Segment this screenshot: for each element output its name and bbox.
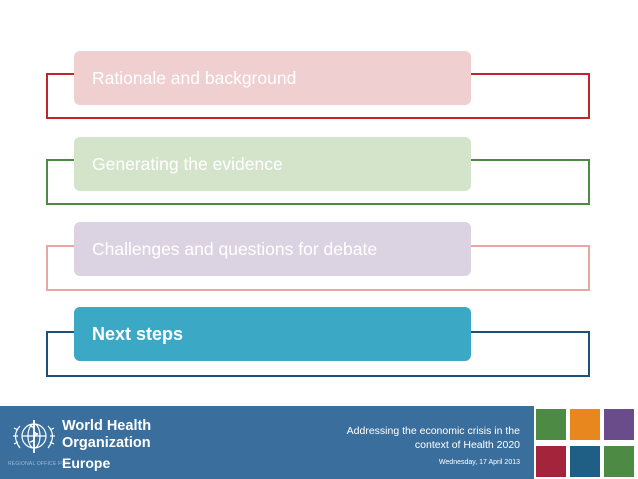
color-square [570,409,600,440]
agenda-item-label: Rationale and background [92,67,297,88]
color-square [536,409,566,440]
presentation-title-line1: Addressing the economic crisis in the [346,425,520,437]
color-square [570,446,600,477]
agenda-item-challenges[interactable]: Challenges and questions for debate [74,222,471,276]
presentation-title-line2: context of Health 2020 [414,439,520,451]
presentation-date: Wednesday, 17 April 2013 [438,459,520,466]
region-prefix: REGIONAL OFFICE FOR [8,461,70,467]
org-name-line2: Organization [62,435,151,451]
color-square [604,409,634,440]
org-name: World Health Organization [62,418,151,452]
presentation-title: Addressing the economic crisis in the co… [347,424,520,452]
color-square [536,446,566,477]
agenda-item-label: Challenges and questions for debate [92,238,378,259]
color-square [604,446,634,477]
region-name: Europe [62,455,111,471]
agenda-item-evidence[interactable]: Generating the evidence [74,137,471,191]
color-squares [534,406,638,479]
agenda-item-label: Next steps [92,323,184,344]
agenda-item-label: Generating the evidence [92,153,283,174]
agenda-item-next-steps[interactable]: Next steps [74,307,471,361]
who-emblem-icon [13,420,55,453]
agenda-item-rationale[interactable]: Rationale and background [74,51,471,105]
org-name-line1: World Health [62,418,152,434]
footer-bar [0,406,534,479]
